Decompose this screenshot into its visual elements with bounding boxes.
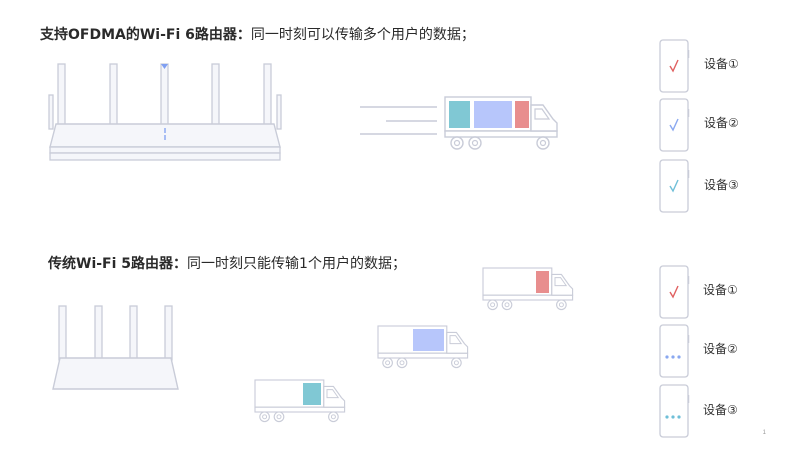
wifi6-device-2 xyxy=(659,98,690,152)
wifi6-heading: 支持OFDMA的Wi-Fi 6路由器：同一时刻可以传输多个用户的数据； xyxy=(40,24,475,44)
wifi6-device-1 xyxy=(659,39,690,93)
wifi6-heading-bold: 支持OFDMA的Wi-Fi 6路由器： xyxy=(40,27,251,43)
wifi5-heading-bold: 传统Wi-Fi 5路由器： xyxy=(48,256,188,272)
wifi5-heading-text: 同一时刻只能传输1个用户的数据； xyxy=(187,256,406,272)
wifi5-truck-1 xyxy=(482,267,574,311)
wifi5-router xyxy=(52,305,179,390)
wifi6-device-3-label: 设备③ xyxy=(704,178,739,192)
wifi5-heading: 传统Wi-Fi 5路由器：同一时刻只能传输1个用户的数据； xyxy=(48,253,406,273)
wifi5-device-1 xyxy=(659,265,690,319)
waiting-dots-icon xyxy=(665,355,681,359)
wifi6-device-2-label: 设备② xyxy=(704,116,739,130)
wifi6-device-3 xyxy=(659,159,690,213)
wifi5-device-2-label: 设备② xyxy=(703,342,738,356)
wifi6-cargo-1 xyxy=(449,101,470,128)
wifi5-cargo-3 xyxy=(303,383,321,405)
wifi6-truck xyxy=(444,96,558,150)
wifi5-device-1-label: 设备① xyxy=(703,283,738,297)
wifi5-cargo-1 xyxy=(536,271,549,293)
waiting-dots-icon xyxy=(665,415,681,419)
speed-lines xyxy=(360,106,437,135)
wifi6-cargo-3 xyxy=(515,101,529,128)
wifi6-router xyxy=(48,63,282,161)
wifi5-truck-2 xyxy=(377,325,469,369)
check-icon xyxy=(669,179,679,193)
check-icon xyxy=(669,118,679,132)
wifi5-truck-3 xyxy=(254,379,346,423)
wifi5-device-3-label: 设备③ xyxy=(703,403,738,417)
wifi6-device-1-label: 设备① xyxy=(704,57,739,71)
wifi5-device-2 xyxy=(659,324,690,378)
page-number: 1 xyxy=(762,430,766,436)
wifi5-device-3 xyxy=(659,384,690,438)
wifi6-heading-text: 同一时刻可以传输多个用户的数据； xyxy=(250,27,475,43)
check-icon xyxy=(669,285,679,299)
wifi5-cargo-2 xyxy=(413,329,444,351)
check-icon xyxy=(669,59,679,73)
wifi6-cargo-2 xyxy=(474,101,512,128)
